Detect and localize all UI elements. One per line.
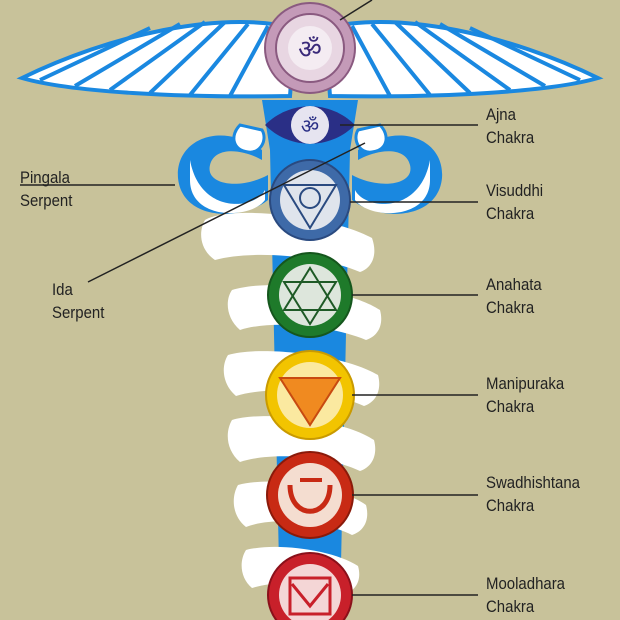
pingala-serpent-label: Pingala Serpent xyxy=(20,166,72,212)
swadhishtana-label-line1: Swadhishtana xyxy=(486,473,580,492)
ida-label-line1: Ida xyxy=(52,280,73,299)
pingala-label-line2: Serpent xyxy=(20,191,73,210)
manipuraka-chakra-label: Manipuraka Chakra xyxy=(486,372,564,418)
visuddhi-label-line1: Visuddhi xyxy=(486,181,544,200)
serpent-heads xyxy=(177,123,443,214)
mooladhara-chakra-label: Mooladhara Chakra xyxy=(486,572,565,618)
left-wing xyxy=(16,20,298,99)
swadhishtana-label-line2: Chakra xyxy=(486,496,535,515)
anahata-label-line2: Chakra xyxy=(486,298,535,317)
pingala-label-line1: Pingala xyxy=(20,168,70,187)
swadhishtana-chakra xyxy=(266,451,354,539)
manipuraka-chakra xyxy=(265,350,355,440)
visuddhi-label-line2: Chakra xyxy=(486,204,535,223)
leader-lines xyxy=(20,0,478,596)
om-symbol-icon: ॐ xyxy=(298,35,322,65)
manipuraka-label-line1: Manipuraka xyxy=(486,374,565,393)
manipuraka-label-line2: Chakra xyxy=(486,397,535,416)
swadhishtana-chakra-label: Swadhishtana Chakra xyxy=(486,471,580,517)
visuddhi-chakra-label: Visuddhi Chakra xyxy=(486,179,543,225)
sahasrara-chakra: ॐ xyxy=(264,2,356,94)
mooladhara-chakra xyxy=(267,552,353,620)
ajna-chakra-label: Ajna Chakra xyxy=(486,103,534,149)
mooladhara-label-line2: Chakra xyxy=(486,597,535,616)
ajna-chakra: ॐ xyxy=(265,106,355,144)
ida-serpent-label: Ida Serpent xyxy=(52,278,104,324)
ajna-label-line1: Ajna xyxy=(486,105,516,124)
ajna-symbol-icon: ॐ xyxy=(301,114,319,138)
visuddhi-chakra xyxy=(269,159,351,241)
right-wing xyxy=(322,20,604,99)
anahata-label-line1: Anahata xyxy=(486,275,542,294)
anahata-chakra-label: Anahata Chakra xyxy=(486,273,542,319)
mooladhara-label-line1: Mooladhara xyxy=(486,574,566,593)
anahata-chakra xyxy=(267,252,353,338)
ida-label-line2: Serpent xyxy=(52,303,105,322)
ajna-label-line2: Chakra xyxy=(486,128,535,147)
